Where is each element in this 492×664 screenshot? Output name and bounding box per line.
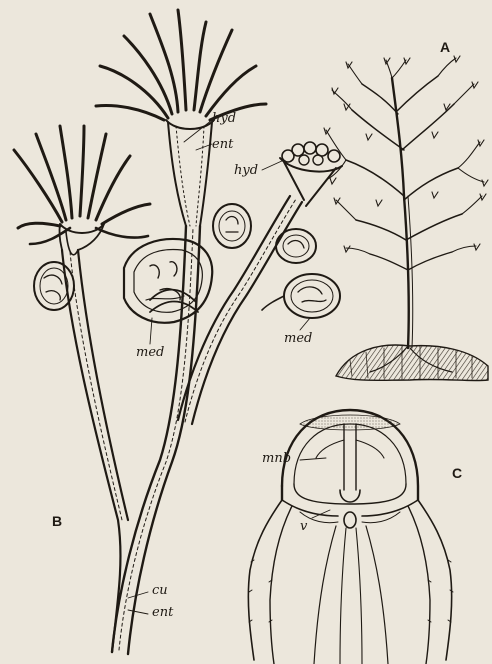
label-hyd-right: hyd [234,164,258,177]
medusa-section-c [248,410,453,664]
label-ent-bottom: ent [152,606,173,619]
colony-habit-a [324,56,488,381]
panel-label-b: B [52,514,62,528]
label-v: v [300,520,307,533]
label-mnb: mnb [262,452,291,465]
label-ent-top: ent [212,138,233,151]
label-med-left: med [136,346,164,359]
label-med-right: med [284,332,312,345]
label-cu: cu [152,584,168,597]
label-hyd-top: hyd [212,112,236,125]
panel-label-a: A [440,40,450,54]
panel-label-c: C [452,466,462,480]
